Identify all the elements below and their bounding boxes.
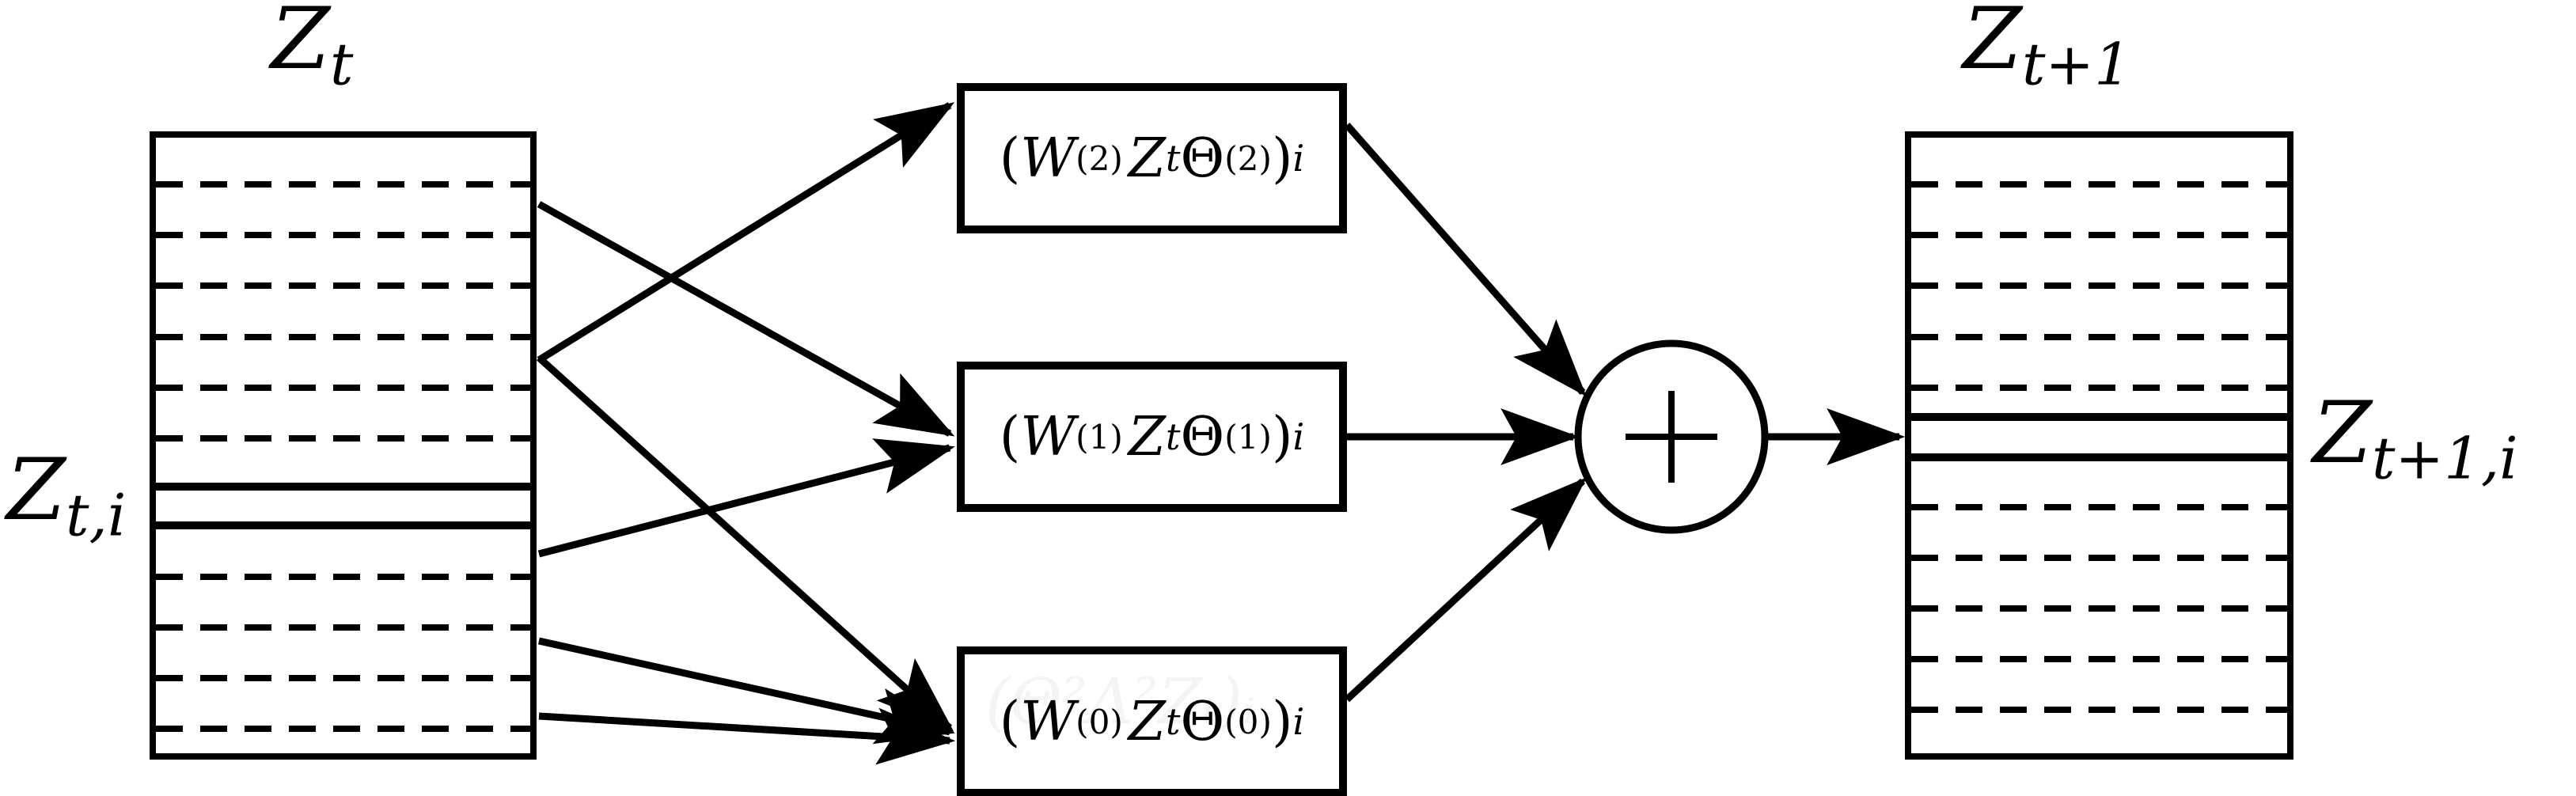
box-order-0-frame[interactable] <box>957 646 1347 796</box>
input-matrix-title: Zt <box>271 0 354 94</box>
edge-row-to-box-order-1-b <box>537 438 955 558</box>
input-row-label-subscript: t,i <box>66 482 127 550</box>
output-row-label-subscript: t+1,i <box>2372 425 2518 493</box>
edge-box-order-0-to-adder <box>1344 477 1588 703</box>
box-order-1-frame[interactable] <box>957 362 1347 512</box>
box-order-2-frame[interactable] <box>957 83 1347 233</box>
output-matrix-Zt1 <box>1905 131 2293 760</box>
output-matrix-title-base: Z <box>1963 0 2023 89</box>
edge-row-to-box-order-1-a <box>537 201 955 437</box>
edge-row-to-box-order-0-c <box>538 707 956 765</box>
input-matrix-title-subscript: t <box>330 31 354 99</box>
output-matrix-title-subscript: t+1 <box>2022 31 2131 99</box>
input-matrix-Zt <box>150 131 537 760</box>
edge-row-to-box-order-2-a <box>537 102 955 363</box>
output-matrix-title: Zt+1 <box>1963 0 2131 94</box>
input-row-label-base: Z <box>6 441 66 540</box>
input-matrix-title-base: Z <box>271 0 331 89</box>
edge-box-order-2-to-adder <box>1344 123 1587 397</box>
output-row-label-base: Z <box>2312 384 2373 483</box>
edge-group-boxes-to-adder <box>1344 123 1588 703</box>
input-row-label: Zt,i <box>6 448 126 545</box>
edge-row-to-box-order-0-a <box>536 354 954 732</box>
output-row-label: Zt+1,i <box>2312 391 2518 488</box>
adder-node[interactable] <box>1574 339 1769 534</box>
edge-group-input-to-boxes <box>536 102 956 765</box>
